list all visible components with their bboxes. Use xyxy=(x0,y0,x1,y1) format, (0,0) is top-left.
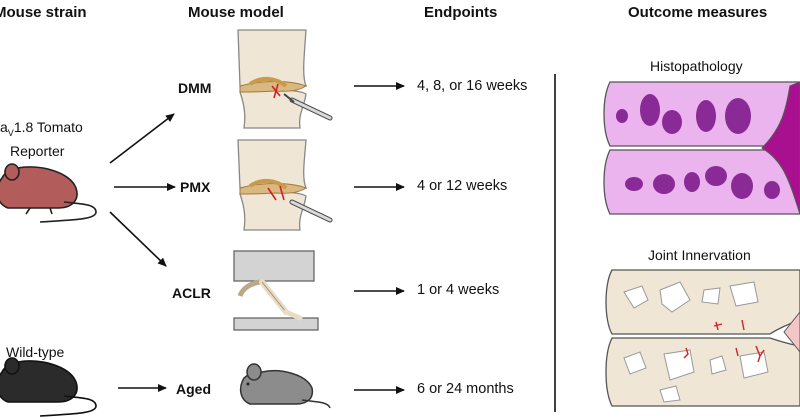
aged-mouse-icon xyxy=(239,363,331,409)
reporter-mouse-icon xyxy=(0,163,97,223)
outcome-histopathology-label: Histopathology xyxy=(650,58,743,74)
arrow-reporter-to-dmm xyxy=(109,113,175,164)
endpoint-aged: 6 or 24 months xyxy=(417,381,514,397)
endpoint-aclr: 1 or 4 weeks xyxy=(417,282,500,298)
arrow-reporter-to-aclr xyxy=(109,211,167,267)
reporter-subscript: V xyxy=(7,127,14,138)
reporter-rest: 1.8 Tomato xyxy=(13,119,83,135)
outcome-joint-innervation-label: Joint Innervation xyxy=(648,247,751,263)
wildtype-mouse-icon xyxy=(0,357,97,417)
header-mouse-model: Mouse model xyxy=(188,4,284,21)
endpoint-pmx: 4 or 12 weeks xyxy=(417,178,508,194)
histopathology-illustration xyxy=(603,81,800,215)
model-label-aclr: ACLR xyxy=(172,285,211,301)
reporter-prefix: a xyxy=(0,119,8,135)
reporter-line2: Reporter xyxy=(10,142,65,159)
wildtype-strain-label: Wild-type xyxy=(6,344,65,360)
header-mouse-strain: Mouse strain xyxy=(0,4,87,21)
aclr-loading-apparatus-icon xyxy=(233,250,319,331)
header-outcome-measures: Outcome measures xyxy=(628,4,768,21)
model-label-aged: Aged xyxy=(176,381,211,397)
joint-innervation-illustration xyxy=(605,269,800,407)
endpoint-dmm: 4, 8, or 16 weeks xyxy=(417,78,528,94)
knee-joint-dmm-icon xyxy=(237,29,333,129)
header-endpoints: Endpoints xyxy=(424,4,498,21)
knee-joint-pmx-icon xyxy=(237,139,333,231)
model-label-pmx: PMX xyxy=(180,179,211,195)
model-label-dmm: DMM xyxy=(178,80,212,96)
reporter-strain-label: aV1.8 Tomato Reporter xyxy=(0,118,83,160)
